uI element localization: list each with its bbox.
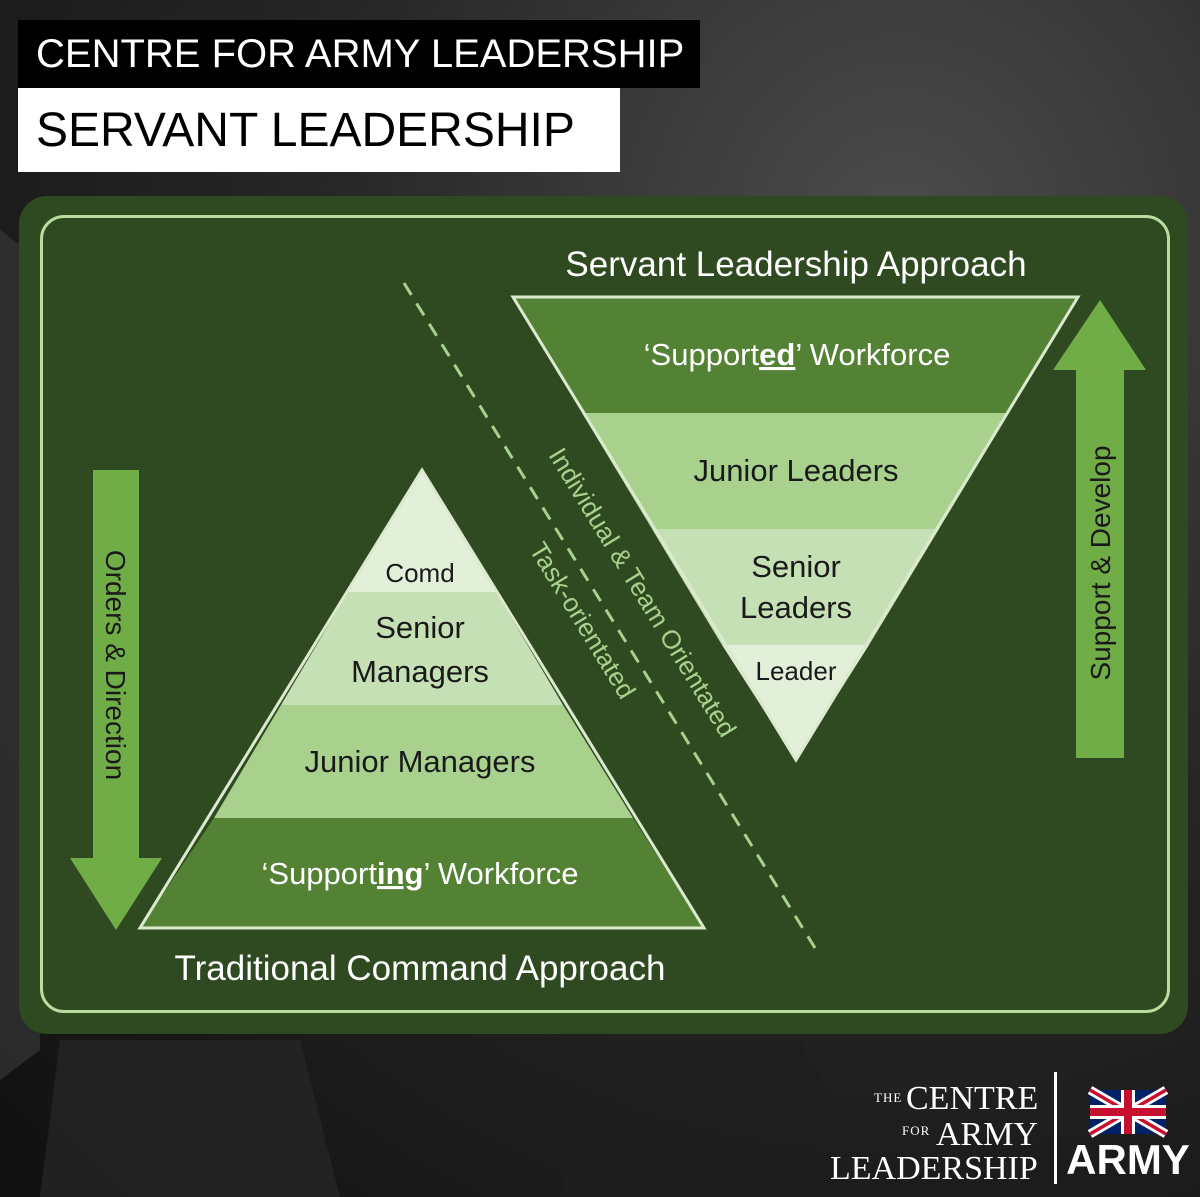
centre-army-leadership-logo: THE CENTRE FOR ARMY LEADERSHIP [828,1080,1058,1190]
pyramid-senior-label-1: Senior [375,610,465,645]
orders-direction-arrow: Orders & Direction [70,470,162,930]
inverted-workforce-label: ‘Supported’ Workforce [644,337,951,372]
orders-direction-label: Orders & Direction [100,550,131,780]
inverted-leader-label: Leader [756,656,837,686]
logo-the: THE [874,1090,902,1106]
pyramid-workforce-pre: ‘Support [262,856,378,891]
inverted-workforce-emphasis: ed [759,337,795,372]
inverted-senior-label-2: Leaders [740,590,852,625]
pyramid-junior-label: Junior Managers [305,744,536,779]
inverted-workforce-post: ’ Workforce [795,337,950,372]
traditional-title: Traditional Command Approach [175,949,666,988]
inverted-workforce-pre: ‘Support [644,337,760,372]
servant-title: Servant Leadership Approach [565,245,1026,284]
inverted-senior-label-1: Senior [751,549,841,584]
inverted-junior-label: Junior Leaders [693,453,898,488]
logo-divider [1054,1072,1057,1184]
logo-leadership: LEADERSHIP [830,1152,1038,1186]
inverted-tier-senior [652,529,939,645]
support-develop-label: Support & Develop [1085,445,1116,680]
army-wordmark: ARMY [1066,1136,1190,1184]
support-develop-arrow: Support & Develop [1053,300,1146,758]
pyramid-comd-label: Comd [385,558,454,588]
logo-centre: CENTRE [906,1082,1038,1116]
pyramid-workforce-post: ’ Workforce [423,856,578,891]
logo-for: FOR [902,1124,930,1138]
logo-army: ARMY [936,1118,1038,1152]
pyramid-workforce-label: ‘Supporting’ Workforce [262,856,579,891]
pyramid-workforce-emphasis: ing [377,856,424,891]
pyramid-senior-label-2: Managers [351,654,489,689]
